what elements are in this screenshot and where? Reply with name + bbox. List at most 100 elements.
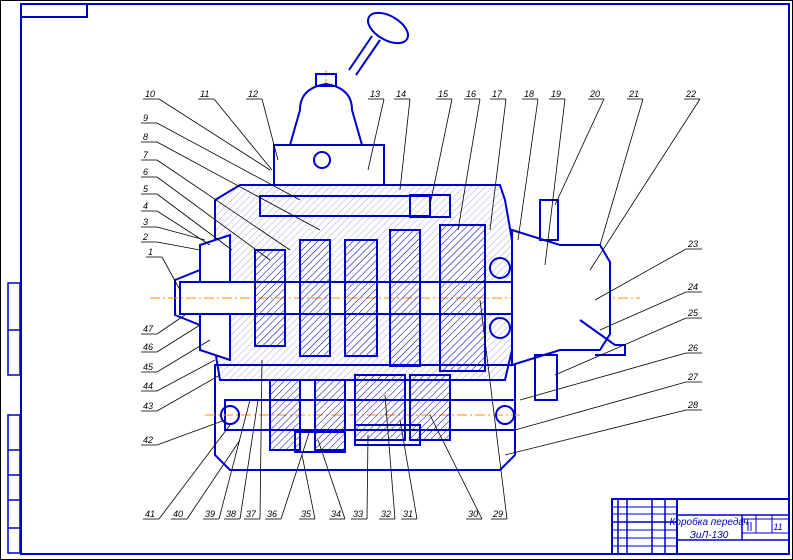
- callout-number: 38: [226, 509, 236, 519]
- callout-leader: [158, 98, 271, 171]
- callout-leader: [554, 98, 605, 206]
- callout-leader: [161, 256, 181, 291]
- callout-10: 10: [143, 89, 271, 171]
- callout-number: 31: [403, 509, 413, 519]
- callout-43: 43: [141, 374, 221, 412]
- callout-number: 46: [143, 342, 153, 352]
- callout-leader: [239, 399, 259, 520]
- callout-21: 21: [599, 89, 644, 246]
- callout-leader: [429, 98, 453, 206]
- callout-number: 29: [492, 509, 503, 519]
- callout-leader: [156, 339, 211, 373]
- drawing-title-line2: ЗиЛ-130: [690, 530, 729, 541]
- callout-number: 28: [687, 400, 698, 410]
- callout-number: 41: [145, 509, 155, 519]
- callout-leader: [301, 454, 316, 520]
- callout-leader: [599, 291, 687, 331]
- title-block: [611, 498, 790, 555]
- callout-35: 35: [299, 454, 316, 520]
- callout-leader: [156, 359, 216, 392]
- callout-14: 14: [394, 89, 411, 191]
- callout-12: 12: [246, 89, 279, 161]
- callout-leader: [384, 394, 396, 520]
- callout-number: 4: [143, 201, 148, 211]
- callout-34: 34: [317, 439, 346, 520]
- callout-leader: [156, 226, 206, 241]
- callout-26: 26: [519, 343, 702, 401]
- callout-number: 25: [687, 308, 699, 318]
- callout-leader: [514, 381, 687, 431]
- callout-18: 18: [517, 89, 539, 241]
- callout-11: 11: [198, 89, 273, 171]
- callout-number: 19: [551, 89, 561, 99]
- callout-leader: [457, 98, 481, 231]
- callout-3: 3: [141, 217, 206, 241]
- callout-9: 9: [141, 113, 301, 201]
- callout-36: 36: [265, 429, 311, 520]
- callout-1: 1: [146, 247, 181, 291]
- callout-leader: [156, 176, 271, 261]
- callout-number: 11: [200, 89, 209, 99]
- callout-31: 31: [399, 419, 418, 520]
- callout-number: 40: [173, 509, 183, 519]
- callout-leader: [519, 352, 687, 401]
- callout-42: 42: [141, 419, 226, 446]
- drawing-frame: [20, 3, 790, 555]
- callout-leader: [280, 429, 311, 520]
- callout-number: 33: [353, 509, 363, 519]
- callout-41: 41: [143, 424, 231, 520]
- callout-5: 5: [141, 184, 233, 251]
- callout-leader: [366, 434, 369, 520]
- callout-number: 3: [143, 217, 148, 227]
- callout-23: 23: [594, 239, 702, 301]
- callout-number: 26: [687, 343, 698, 353]
- callout-number: 15: [438, 89, 449, 99]
- callout-number: 37: [246, 509, 257, 519]
- callout-number: 8: [143, 132, 148, 142]
- callout-number: 32: [381, 509, 391, 519]
- callout-leader: [218, 399, 251, 520]
- callout-number: 45: [143, 362, 154, 372]
- callout-19: 19: [544, 89, 566, 266]
- callout-40: 40: [171, 439, 241, 520]
- callout-number: 30: [468, 509, 478, 519]
- callout-leader: [554, 317, 687, 376]
- callout-27: 27: [514, 372, 702, 431]
- callout-leader: [544, 98, 566, 266]
- callout-leader: [156, 324, 201, 353]
- callout-6: 6: [141, 167, 271, 261]
- gear-shift-lever: [325, 11, 409, 140]
- callout-number: 24: [687, 282, 698, 292]
- callout-leader: [599, 98, 644, 246]
- callout-25: 25: [554, 308, 702, 376]
- callout-leader: [156, 193, 233, 251]
- callout-leader: [589, 98, 701, 271]
- callout-24: 24: [599, 282, 702, 331]
- callout-leader: [156, 419, 226, 446]
- callout-leader: [186, 439, 241, 520]
- callout-leader: [259, 359, 263, 520]
- callout-44: 44: [141, 359, 216, 392]
- callout-leader: [517, 98, 539, 241]
- drawing-title-line1: Коробка передач: [670, 516, 749, 528]
- callout-leader: [399, 419, 418, 520]
- callout-20: 20: [554, 89, 605, 206]
- callout-leader: [158, 424, 231, 520]
- callout-32: 32: [379, 394, 396, 520]
- callout-number: 5: [143, 184, 149, 194]
- callout-number: 20: [589, 89, 600, 99]
- callout-46: 46: [141, 324, 201, 353]
- callout-2: 2: [141, 232, 201, 251]
- callout-leader: [489, 98, 507, 231]
- callout-number: 35: [301, 509, 312, 519]
- callout-number: 18: [524, 89, 534, 99]
- callout-leader: [317, 439, 346, 520]
- callout-39: 39: [203, 399, 251, 520]
- callout-number: 22: [685, 89, 696, 99]
- callout-leader: [156, 314, 186, 335]
- callout-leader: [399, 98, 411, 191]
- frame-corner-box: [20, 3, 88, 18]
- callout-number: 2: [142, 232, 148, 242]
